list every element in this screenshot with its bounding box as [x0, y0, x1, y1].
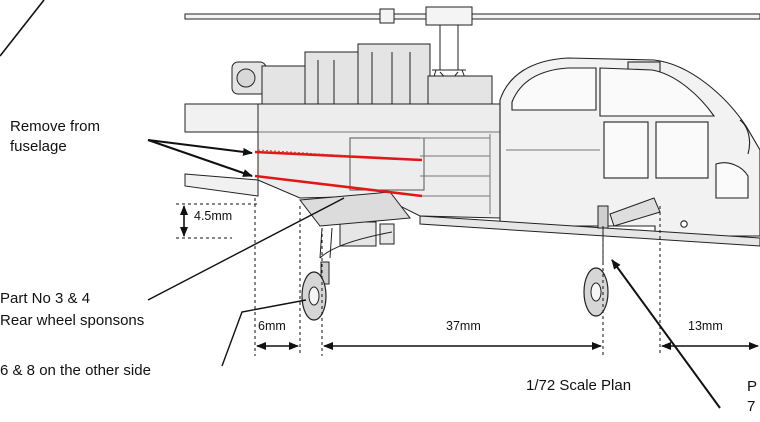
remove-arrow-lower	[147, 139, 253, 177]
right-cut-label-line1: P	[747, 378, 758, 395]
right-cut-label-line2: 7	[747, 398, 756, 415]
dimension-wheelbase-label: 37mm	[446, 319, 481, 333]
engine-assembly	[231, 43, 493, 135]
remove-label-line2: fuselage	[10, 138, 67, 155]
corner-diagonal-line	[0, 0, 45, 57]
cut-line-lower	[254, 174, 423, 198]
dimension-rear-gap-label: 6mm	[258, 319, 286, 333]
other-side-label: 6 & 8 on the other side	[0, 362, 151, 379]
remove-label-line1: Remove from	[10, 118, 101, 135]
cabin	[499, 57, 760, 237]
part-label-line2: Rear wheel sponsons	[0, 312, 145, 329]
front-wheel	[583, 197, 661, 317]
rear-wheel	[301, 261, 330, 321]
remove-arrow-upper	[147, 139, 253, 156]
dimension-front-gap-label: 13mm	[688, 319, 723, 333]
other-side-leader-line	[221, 299, 307, 367]
dimension-height-label: 4.5mm	[194, 209, 233, 223]
part-label-line1: Part No 3 & 4	[0, 290, 91, 307]
dimension-extension-lines	[254, 198, 661, 356]
scale-plan-label: 1/72 Scale Plan	[526, 377, 632, 394]
rear-wheel-sponson	[299, 191, 411, 259]
front-strut-arrow	[611, 259, 721, 409]
dimension-height-rear	[176, 203, 258, 239]
cut-line-upper	[254, 150, 423, 162]
sponson-leader-line	[147, 197, 345, 301]
lower-fuselage	[339, 215, 760, 247]
